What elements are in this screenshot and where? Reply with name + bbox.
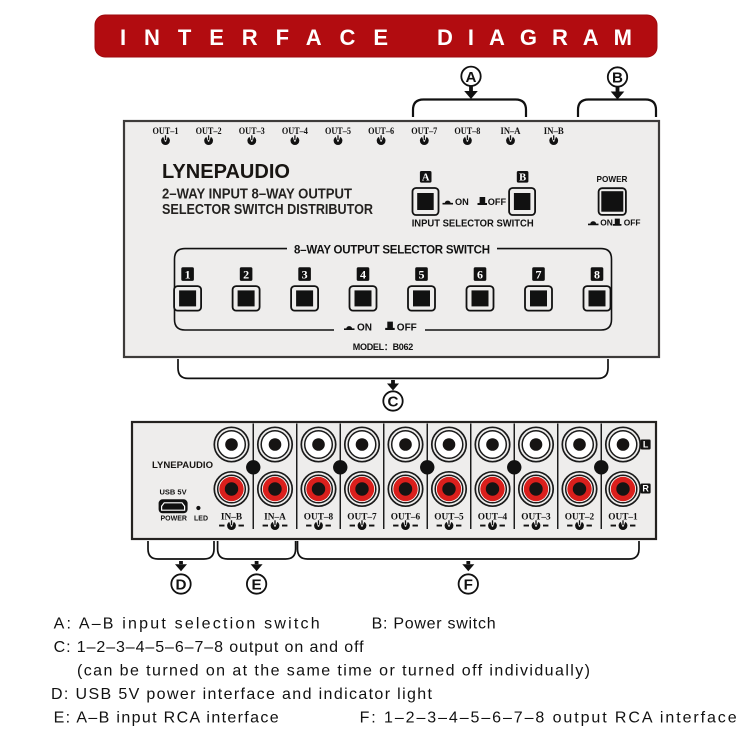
svg-text:OFF: OFF [488,197,507,207]
svg-text:LED: LED [194,516,208,523]
svg-text:OUT–7: OUT–7 [347,512,377,522]
svg-text:OFF: OFF [624,218,641,228]
svg-text:E: E [252,576,262,593]
svg-text:C: C [388,393,399,410]
svg-text:(can be turned on at the same: (can be turned on at the same time or tu… [77,663,590,680]
svg-text:6: 6 [477,267,483,281]
svg-text:1: 1 [185,267,191,281]
svg-text:F: F [464,576,473,593]
svg-text:OUT–6: OUT–6 [391,512,421,522]
svg-text:OUT–4: OUT–4 [478,512,508,522]
svg-text:2: 2 [243,267,249,281]
svg-text:R: R [642,484,649,494]
svg-text:OUT–3: OUT–3 [521,512,551,522]
svg-text:8: 8 [594,267,600,281]
svg-text:OUT–8: OUT–8 [304,512,334,522]
svg-text:2–WAY INPUT 8–WAY OUTPUT: 2–WAY INPUT 8–WAY OUTPUT [162,186,353,203]
svg-text:OUT–1: OUT–1 [153,127,179,137]
svg-text:ON: ON [357,322,372,333]
svg-text:OUT–6: OUT–6 [368,127,394,137]
svg-text:D: D [176,576,187,593]
svg-text:5: 5 [419,267,425,281]
svg-text:IN–B: IN–B [544,127,564,137]
svg-text:A: A [422,173,430,184]
svg-text:OUT–4: OUT–4 [282,127,308,137]
svg-text:OUT–2: OUT–2 [196,127,222,137]
svg-text:ON: ON [455,197,469,207]
svg-text:L: L [643,440,649,450]
svg-text:OUT–5: OUT–5 [325,127,351,137]
svg-text:USB 5V: USB 5V [160,488,187,497]
svg-text:IN–B: IN–B [221,512,242,522]
svg-text:POWER: POWER [597,175,628,184]
svg-text:OFF: OFF [397,322,417,333]
svg-text:OUT–8: OUT–8 [454,127,480,137]
svg-text:A: A–B input selection switch: A: A–B input selection switch [54,616,320,633]
svg-text:A: A [466,69,477,86]
svg-text:B: B [612,69,623,86]
svg-text:F: 1–2–3–4–5–6–7–8 output RCA: F: 1–2–3–4–5–6–7–8 output RCA interface [360,710,737,727]
svg-text:SELECTOR SWITCH DISTRIBUTOR: SELECTOR SWITCH DISTRIBUTOR [162,201,373,218]
svg-text:C: 1–2–3–4–5–6–7–8 output on a: C: 1–2–3–4–5–6–7–8 output on and off [54,639,365,656]
svg-text:OUT–3: OUT–3 [239,127,265,137]
svg-text:D: USB 5V power interface and: D: USB 5V power interface and indicator … [51,686,433,703]
svg-text:OUT–5: OUT–5 [434,512,464,522]
svg-text:OUT–2: OUT–2 [565,512,595,522]
svg-text:LYNEPAUDIO: LYNEPAUDIO [152,460,214,471]
svg-text:MODEL：B062: MODEL：B062 [353,342,414,352]
svg-text:8–WAY OUTPUT SELECTOR SWITCH: 8–WAY OUTPUT SELECTOR SWITCH [294,244,490,256]
svg-text:7: 7 [536,267,542,281]
svg-text:OUT–1: OUT–1 [608,512,638,522]
svg-text:IN–A: IN–A [501,127,521,137]
svg-text:OUT–7: OUT–7 [411,127,437,137]
svg-text:LYNEPAUDIO: LYNEPAUDIO [162,161,290,183]
svg-text:B: B [519,173,526,184]
svg-text:B: Power switch: B: Power switch [372,616,496,633]
svg-text:4: 4 [360,267,366,281]
svg-text:ON: ON [600,218,613,228]
svg-text:3: 3 [302,267,308,281]
svg-text:INPUT SELECTOR SWITCH: INPUT SELECTOR SWITCH [412,219,534,230]
svg-text:IN–A: IN–A [264,512,286,522]
svg-text:E: A–B input RCA interface: E: A–B input RCA interface [54,710,279,727]
svg-text:POWER: POWER [161,516,187,523]
